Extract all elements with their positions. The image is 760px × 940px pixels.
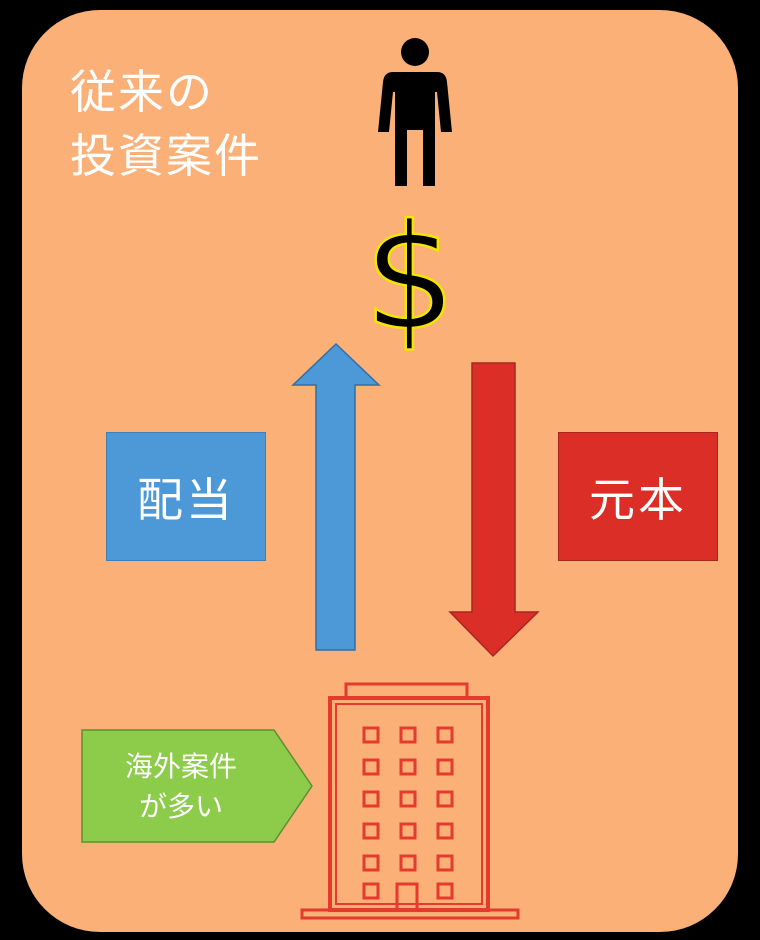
dividend-label: 配当 — [137, 472, 235, 527]
dollar-icon: $ — [364, 193, 457, 363]
dividend-arrow — [291, 342, 381, 651]
dividend-box: 配当 — [106, 432, 266, 561]
overseas-tag — [81, 729, 313, 843]
diagram-title: 従来の 投資案件 — [70, 65, 262, 183]
principal-label: 元本 — [589, 472, 687, 527]
principal-arrow — [448, 362, 540, 658]
principal-box: 元本 — [558, 432, 718, 561]
building-icon — [300, 682, 520, 920]
overseas-tag-label: 海外案件 が多い — [124, 750, 237, 823]
person-icon — [378, 38, 452, 186]
